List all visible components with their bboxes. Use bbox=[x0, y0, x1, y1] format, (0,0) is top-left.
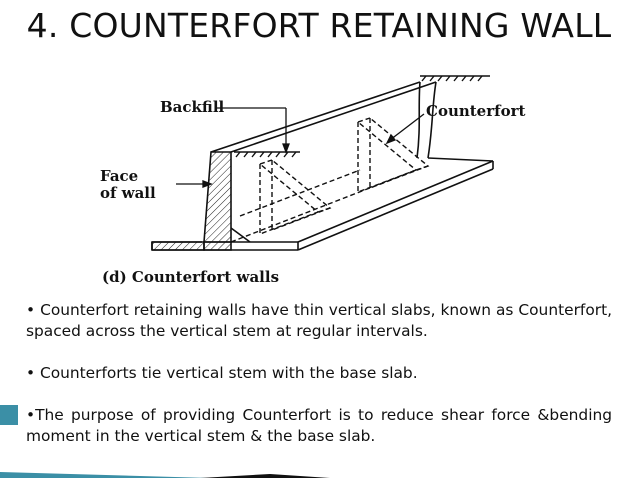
label-backfill: Backfill bbox=[160, 98, 225, 116]
slide-title: 4. COUNTERFORT RETAINING WALL bbox=[26, 6, 612, 45]
label-counterfort: Counterfort bbox=[426, 102, 525, 120]
counterfort-wall-drawing: Backfill Counterfort Face of wall (d) Co… bbox=[100, 75, 525, 286]
ground-marks-top bbox=[420, 75, 490, 82]
bullet-list: • Counterfort retaining walls have thin … bbox=[26, 300, 612, 468]
base-slab bbox=[151, 157, 494, 251]
accent-bar bbox=[0, 405, 18, 425]
label-face-line2: of wall bbox=[100, 184, 156, 202]
ground-marks-front bbox=[152, 151, 300, 243]
label-face-line1: Face bbox=[100, 167, 138, 185]
bullet-item: • Counterfort retaining walls have thin … bbox=[26, 301, 612, 340]
retaining-wall-figure: Backfill Counterfort Face of wall (d) Co… bbox=[90, 66, 560, 291]
figure-caption: (d) Counterfort walls bbox=[102, 268, 279, 286]
bullet-item: • Counterforts tie vertical stem with th… bbox=[26, 364, 418, 382]
counterforts-dashed bbox=[230, 116, 430, 243]
wall-stem bbox=[203, 81, 437, 243]
bullet-item: •The purpose of providing Counterfort is… bbox=[26, 406, 612, 445]
leader-arrows bbox=[176, 107, 425, 188]
footer-decoration bbox=[0, 472, 330, 478]
